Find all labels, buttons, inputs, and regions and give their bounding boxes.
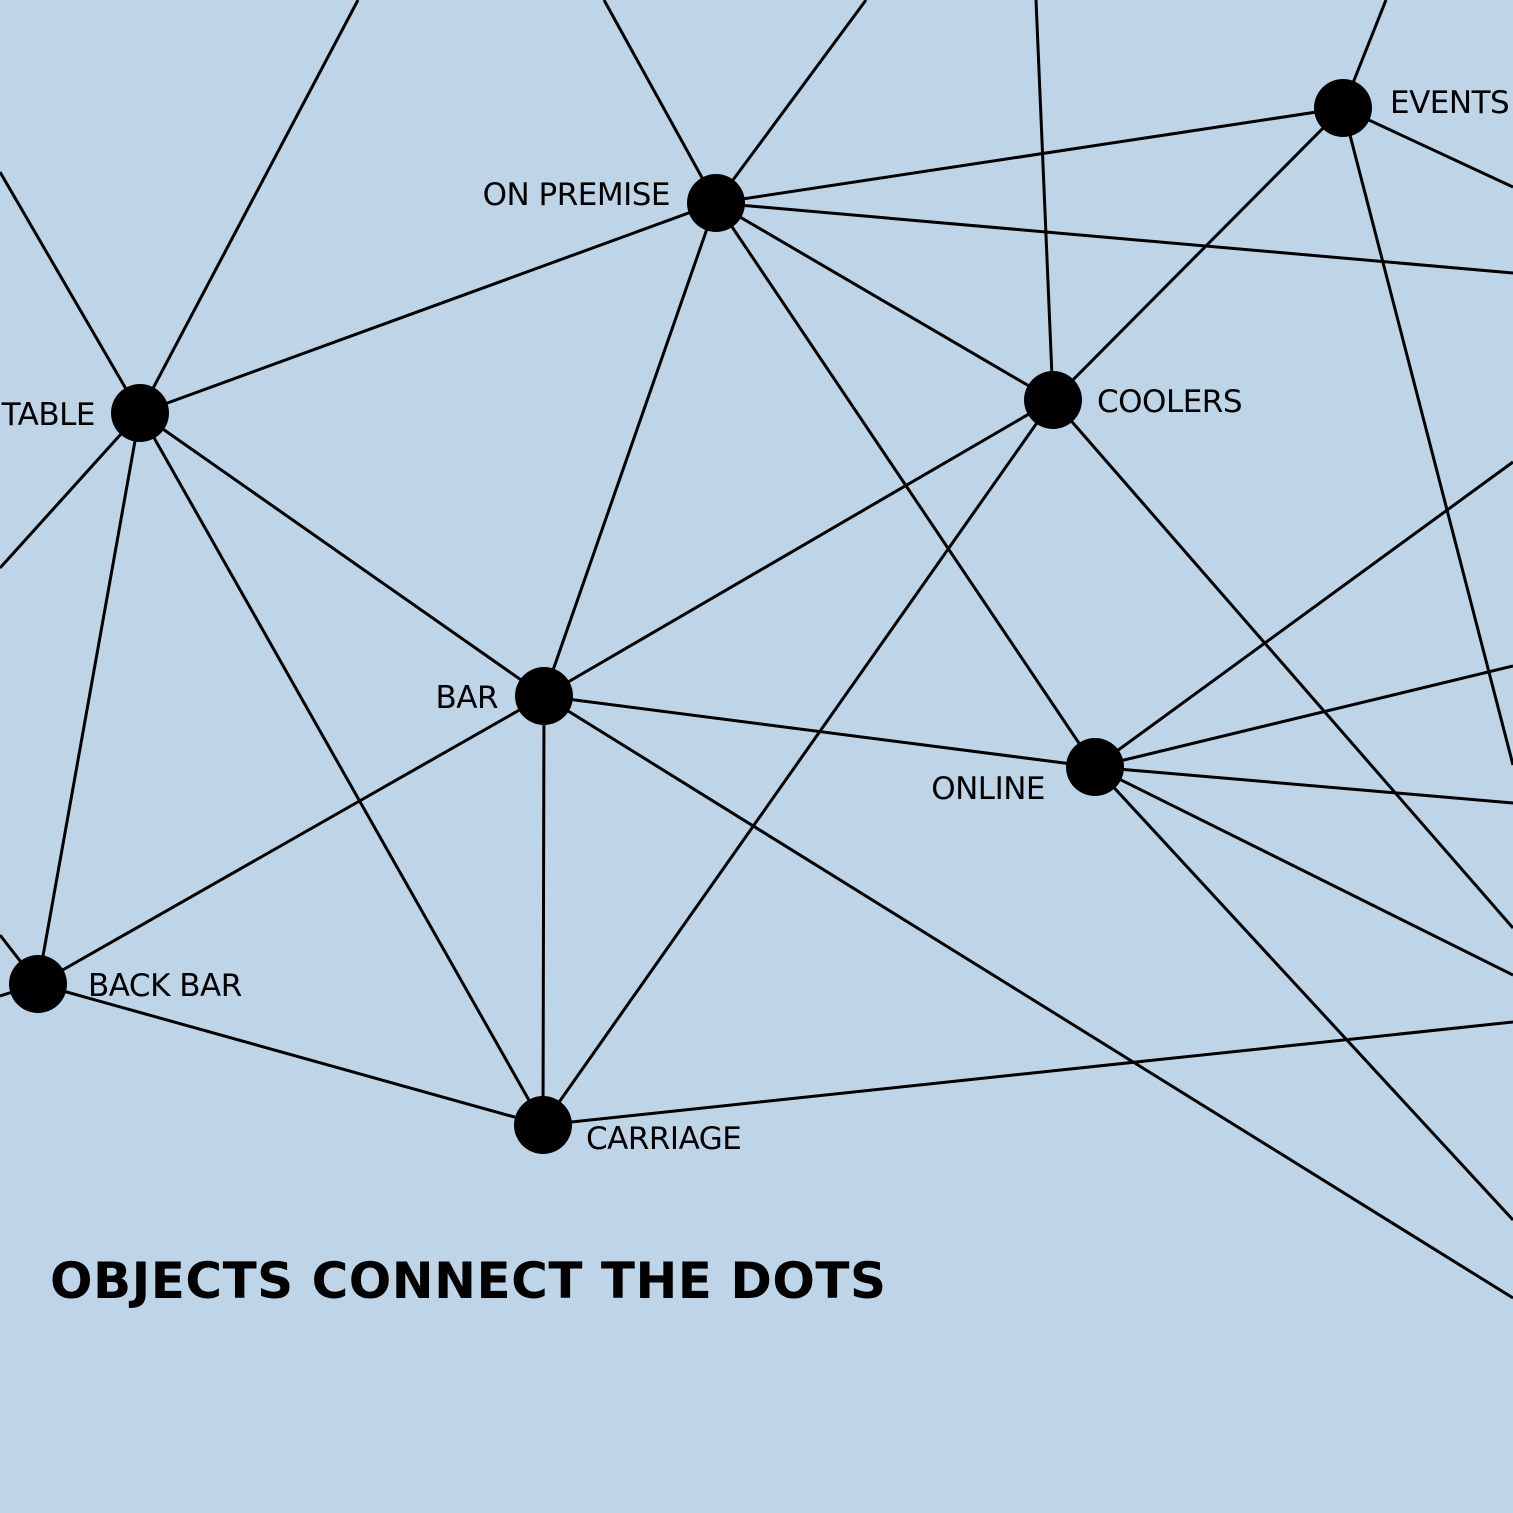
connector-line-on-premise-table bbox=[139, 201, 717, 415]
connector-line-offpage bbox=[714, 0, 868, 204]
node-label-on-premise: ON PREMISE bbox=[483, 177, 670, 213]
connector-line-offpage bbox=[1094, 765, 1513, 805]
connector-line-offpage bbox=[1034, 0, 1055, 401]
connector-line-offpage bbox=[1094, 765, 1513, 977]
node-label-back-bar: BACK BAR bbox=[88, 968, 242, 1004]
connector-line-offpage bbox=[138, 0, 360, 414]
connector-line-coolers-bar bbox=[543, 398, 1054, 698]
connector-line-offpage bbox=[1094, 664, 1513, 769]
connector-line-on-premise-bar bbox=[542, 202, 718, 697]
connector-line-offpage bbox=[0, 171, 142, 414]
node-label-table: TABLE bbox=[1, 397, 95, 433]
node-dot-table bbox=[111, 384, 169, 442]
connector-line-table-bar bbox=[139, 411, 545, 698]
connector-line-offpage bbox=[715, 201, 1513, 275]
node-layer: ON PREMISE EVENTS TABLE COOLERS BAR ONLINE BAC… bbox=[1, 79, 1510, 1157]
connector-line-offpage bbox=[1051, 399, 1513, 929]
headline: OBJECTS CONNECT THE DOTS bbox=[50, 1252, 887, 1310]
node-label-online: ONLINE bbox=[931, 771, 1045, 807]
node-dot-on-premise bbox=[687, 174, 745, 232]
node-label-bar: BAR bbox=[435, 680, 498, 716]
node-dot-carriage bbox=[514, 1096, 572, 1154]
node-dot-online bbox=[1066, 738, 1124, 796]
connector-line-on-premise-events bbox=[715, 106, 1344, 205]
connector-line-bar-online bbox=[543, 694, 1096, 769]
connector-line-bar-back-bar bbox=[37, 694, 545, 986]
connector-line-events-coolers bbox=[1051, 106, 1345, 402]
connector-line-back-bar-carriage bbox=[37, 982, 544, 1127]
connector-line-offpage bbox=[1093, 765, 1513, 1222]
connector-line-table-carriage bbox=[138, 412, 545, 1126]
node-dot-events bbox=[1314, 79, 1372, 137]
connector-line-table-back-bar bbox=[36, 412, 142, 985]
connector-line-offpage bbox=[1094, 460, 1513, 769]
connector-line-offpage bbox=[543, 694, 1513, 1300]
connector-line-offpage bbox=[1341, 107, 1513, 766]
connector-line-on-premise-coolers bbox=[715, 201, 1054, 402]
node-label-coolers: COOLERS bbox=[1097, 384, 1242, 420]
connector-line-offpage bbox=[602, 0, 718, 204]
connector-line-offpage bbox=[542, 1020, 1513, 1127]
node-label-events: EVENTS bbox=[1390, 85, 1509, 121]
node-label-carriage: CARRIAGE bbox=[586, 1121, 741, 1157]
node-dot-coolers bbox=[1024, 371, 1082, 429]
node-dot-back-bar bbox=[9, 955, 67, 1013]
connector-line-coolers-carriage bbox=[541, 399, 1055, 1126]
node-dot-bar bbox=[515, 667, 573, 725]
connector-line-offpage bbox=[0, 411, 142, 570]
connector-line-offpage bbox=[1342, 106, 1513, 189]
connector-line-bar-carriage bbox=[541, 695, 546, 1126]
